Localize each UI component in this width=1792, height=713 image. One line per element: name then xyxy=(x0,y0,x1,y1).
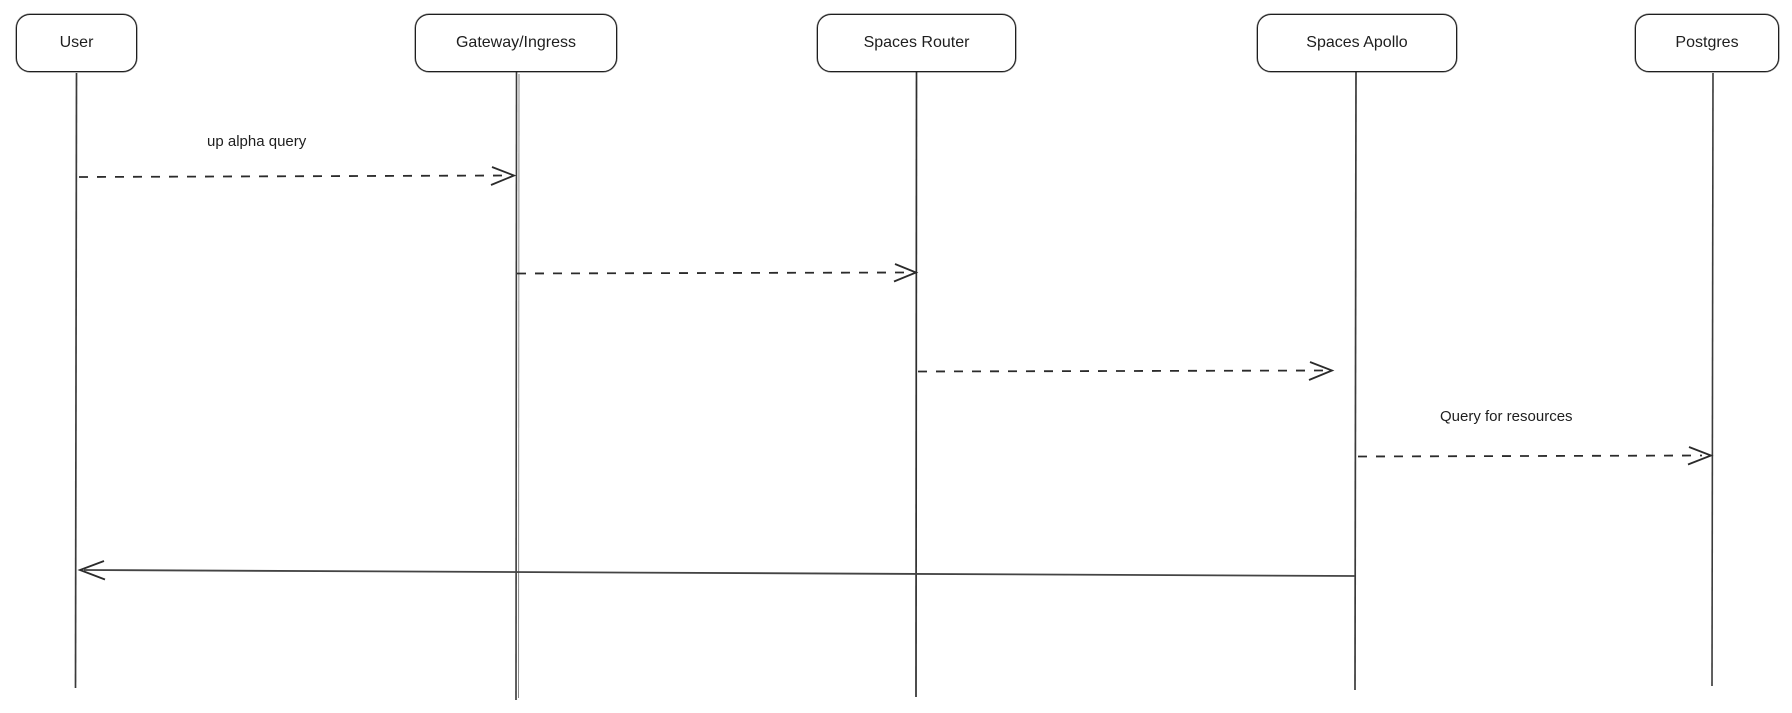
message-label-query-for-resources: Query for resources xyxy=(1440,408,1573,425)
lifeline-router xyxy=(915,71,918,698)
arrowhead-return-to-user xyxy=(77,560,106,581)
arrowhead-up-alpha-query xyxy=(490,166,517,186)
actor-box-gateway-ingress: Gateway/Ingress xyxy=(415,14,617,72)
message-label-up-alpha-query: up alpha query xyxy=(207,133,307,150)
lifeline-apollo xyxy=(1354,71,1357,691)
lifeline-postgres xyxy=(1711,72,1714,687)
lifeline-user xyxy=(74,72,78,689)
arrowhead-query-for-resources xyxy=(1687,446,1714,466)
actor-label-spaces-router: Spaces Router xyxy=(863,34,970,51)
actor-label-postgres: Postgres xyxy=(1675,34,1739,51)
return-line-apollo-to-user xyxy=(83,569,1356,577)
message-line-query-for-resources xyxy=(1357,454,1703,458)
actor-box-spaces-apollo: Spaces Apollo xyxy=(1257,14,1457,72)
arrowhead-router-to-apollo xyxy=(1308,361,1335,381)
actor-label-gateway-ingress: Gateway/Ingress xyxy=(455,34,577,51)
actor-label-user: User xyxy=(59,34,94,51)
arrowhead-gateway-to-router xyxy=(893,263,919,283)
lifeline-gateway xyxy=(515,70,518,701)
actor-label-spaces-apollo: Spaces Apollo xyxy=(1306,34,1408,51)
actor-box-postgres: Postgres xyxy=(1635,14,1779,72)
message-line-up-alpha-query xyxy=(78,174,506,178)
actor-box-spaces-router: Spaces Router xyxy=(817,14,1016,72)
message-line-gateway-to-router xyxy=(516,271,908,275)
message-line-router-to-apollo xyxy=(917,369,1324,373)
actor-box-user: User xyxy=(16,14,137,72)
